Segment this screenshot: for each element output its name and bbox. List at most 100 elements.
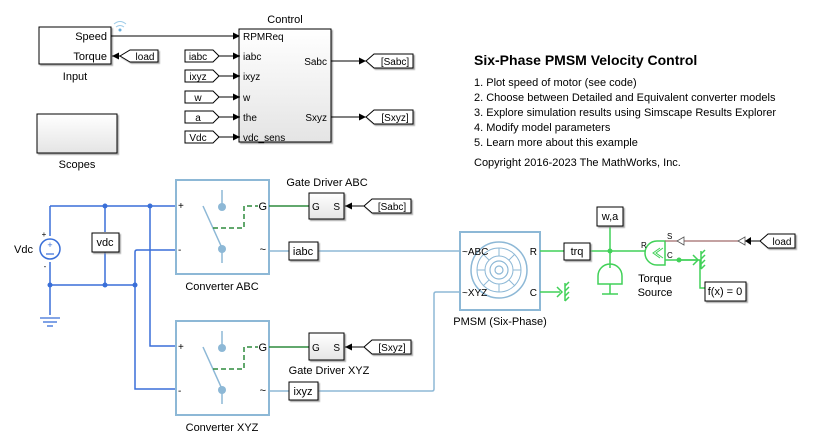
- svg-text:Vdc: Vdc: [189, 133, 206, 144]
- control-in-w: w: [242, 93, 251, 104]
- scopes-label: Scopes: [59, 159, 96, 171]
- svg-text:vdc: vdc: [96, 237, 114, 249]
- svg-text:S: S: [333, 343, 340, 354]
- svg-text:G: G: [312, 202, 320, 213]
- control-block[interactable]: Control RPMReq iabc ixyz w the vdc_sens …: [238, 14, 332, 144]
- svg-text:[Sabc]: [Sabc]: [381, 57, 410, 68]
- control-in-vdc-sens: vdc_sens: [243, 133, 285, 144]
- gate-driver-xyz-label: Gate Driver XYZ: [289, 365, 370, 377]
- converter-xyz-plus: +: [178, 342, 184, 353]
- pmsm-port-abc: ~ABC: [462, 247, 488, 258]
- pmsm-port-r: R: [530, 247, 537, 258]
- goto-tag-sxyz[interactable]: [Sxyz]: [331, 109, 414, 125]
- svg-text:ixyz: ixyz: [189, 72, 206, 83]
- torque-source-port-r: R: [641, 241, 647, 250]
- from-tag-load[interactable]: load: [759, 233, 796, 249]
- from-tag-sabc[interactable]: [Sabc]: [345, 198, 412, 214]
- converter-abc-g: G: [258, 201, 267, 213]
- svg-text:iabc: iabc: [189, 52, 207, 63]
- svg-text:S: S: [333, 202, 340, 213]
- svg-text:f(x) = 0: f(x) = 0: [708, 286, 743, 298]
- from-tag-a[interactable]: a: [184, 110, 240, 124]
- vdc-voltage-sensor[interactable]: vdc: [91, 232, 120, 253]
- vdc-minus-label: -: [44, 262, 47, 271]
- svg-text:[Sabc]: [Sabc]: [378, 202, 407, 213]
- control-out-sxyz: Sxyz: [305, 113, 327, 124]
- scopes-block[interactable]: Scopes: [36, 113, 118, 171]
- converter-xyz-g: G: [258, 342, 267, 354]
- svg-text:[Sxyz]: [Sxyz]: [378, 343, 405, 354]
- pmsm-port-xyz: ~XYZ: [462, 288, 487, 299]
- converter-xyz-minus: -: [178, 386, 181, 397]
- mechanical-reference-icon: [556, 281, 570, 302]
- ixyz-current-sensor[interactable]: ixyz: [288, 381, 319, 401]
- converter-abc-ac: ~: [260, 244, 266, 256]
- annotation-link-explore-results[interactable]: 3. Explore simulation results using Sims…: [474, 107, 777, 119]
- svg-text:+: +: [47, 240, 52, 250]
- converter-xyz[interactable]: + - G ~ Converter XYZ: [175, 320, 270, 434]
- svg-text:load: load: [773, 237, 792, 248]
- pmsm-port-c: C: [530, 288, 537, 299]
- svg-text:trq: trq: [571, 246, 584, 258]
- svg-text:G: G: [312, 343, 320, 354]
- from-tag-load-input[interactable]: load: [112, 49, 159, 63]
- mechanical-wiring[interactable]: [540, 227, 705, 293]
- goto-tag-sabc[interactable]: [Sabc]: [331, 53, 414, 69]
- converter-abc-label: Converter ABC: [185, 281, 258, 293]
- torque-source-port-c: C: [667, 251, 673, 260]
- from-tag-vdc[interactable]: Vdc: [184, 130, 240, 144]
- from-tag-ixyz[interactable]: ixyz: [184, 69, 240, 83]
- model-annotation: Six-Phase PMSM Velocity Control 1. Plot …: [474, 52, 834, 169]
- annotation-link-learn-more[interactable]: 5. Learn more about this example: [474, 137, 638, 149]
- svg-text:a: a: [195, 113, 201, 124]
- torque-source-port-s: S: [667, 232, 672, 241]
- torque-source-label-1: Torque: [638, 273, 672, 285]
- model-title: Six-Phase PMSM Velocity Control: [474, 52, 698, 68]
- wa-motion-sensor[interactable]: w,a: [596, 206, 624, 227]
- trq-torque-sensor[interactable]: trq: [563, 242, 591, 261]
- from-tag-iabc[interactable]: iabc: [184, 49, 240, 63]
- input-block[interactable]: Speed Torque Input: [38, 26, 112, 83]
- control-out-sabc: Sabc: [304, 57, 327, 68]
- svg-text:ixyz: ixyz: [294, 386, 313, 398]
- input-block-label: Input: [63, 71, 87, 83]
- input-port-speed: Speed: [75, 31, 107, 43]
- converter-xyz-ac: ~: [260, 385, 266, 397]
- pmsm-label: PMSM (Six-Phase): [453, 316, 547, 328]
- from-tag-w[interactable]: w: [184, 90, 240, 104]
- svg-text:load: load: [136, 52, 155, 63]
- pmsm-six-phase[interactable]: ~ABC ~XYZ R C PMSM (Six-Phase): [453, 231, 547, 328]
- converter-abc-minus: -: [178, 245, 181, 256]
- vdc-source-label: Vdc: [14, 244, 33, 256]
- svg-text:[Sxyz]: [Sxyz]: [381, 113, 408, 124]
- torque-source[interactable]: R S C Torque Source: [638, 232, 673, 299]
- junction-dots: [47, 203, 153, 288]
- copyright-text: Copyright 2016-2023 The MathWorks, Inc.: [474, 157, 681, 169]
- mechanical-reference-icon: [692, 249, 706, 270]
- ac-wiring[interactable]: [269, 250, 460, 392]
- input-port-torque: Torque: [73, 51, 107, 63]
- annotation-link-plot-speed[interactable]: 1. Plot speed of motor (see code): [474, 77, 637, 89]
- junction-dot: [676, 257, 682, 263]
- control-in-the: the: [243, 113, 257, 124]
- gate-driver-abc[interactable]: Gate Driver ABC G S: [286, 177, 368, 220]
- from-tag-sxyz[interactable]: [Sxyz]: [345, 339, 412, 355]
- torque-source-label-2: Source: [638, 287, 673, 299]
- converter-xyz-label: Converter XYZ: [186, 422, 259, 434]
- svg-text:iabc: iabc: [293, 246, 314, 258]
- junction-dot: [607, 248, 613, 254]
- annotation-link-choose-converter[interactable]: 2. Choose between Detailed and Equivalen…: [474, 92, 776, 104]
- physical-signal-line[interactable]: [665, 236, 760, 246]
- iabc-current-sensor[interactable]: iabc: [288, 241, 319, 261]
- solver-configuration[interactable]: f(x) = 0: [704, 281, 747, 302]
- annotation-link-modify-parameters[interactable]: 4. Modify model parameters: [474, 122, 611, 134]
- inertia-icon[interactable]: [597, 263, 623, 295]
- vdc-plus-label: +: [42, 230, 47, 239]
- gate-driver-xyz[interactable]: G S Gate Driver XYZ: [289, 332, 370, 377]
- vdc-source[interactable]: + + - Vdc: [14, 230, 61, 271]
- converter-abc[interactable]: + - G ~ Converter ABC: [175, 179, 270, 293]
- control-label: Control: [267, 14, 302, 26]
- dc-bus-wiring[interactable]: [49, 205, 176, 390]
- electrical-ground-icon: [40, 317, 60, 327]
- svg-text:w,a: w,a: [601, 211, 619, 223]
